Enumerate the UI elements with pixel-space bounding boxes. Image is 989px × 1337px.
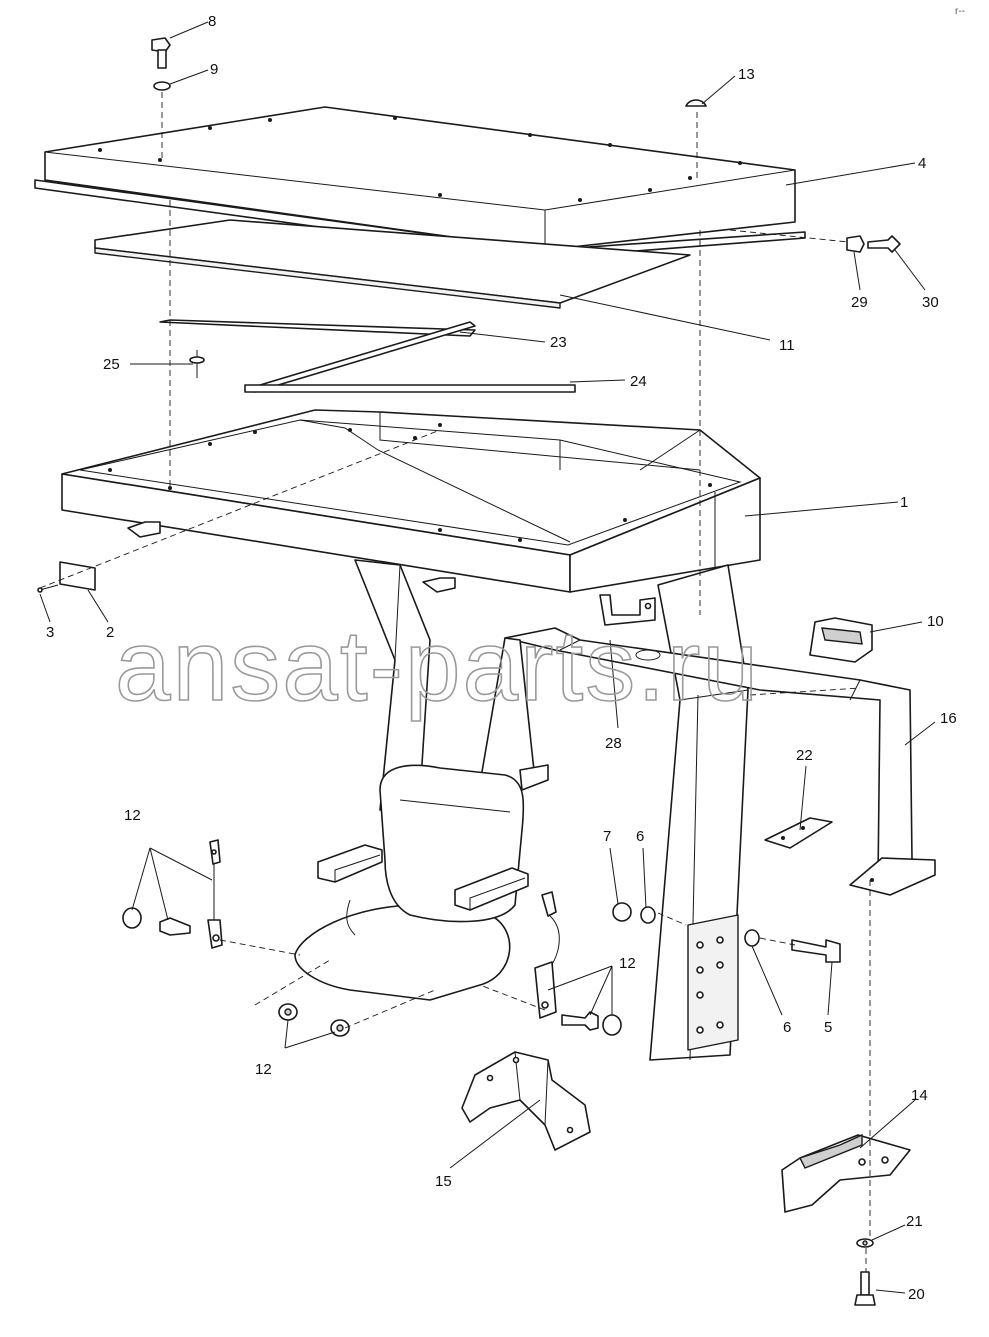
callout-9: 9 [210,61,218,78]
callout-20: 20 [908,1286,925,1303]
callout-7: 7 [603,828,611,845]
callout-6-lower: 6 [783,1019,791,1036]
seat-belt-left [207,839,223,949]
callout-8: 8 [208,13,216,30]
roof-fasteners [151,37,901,253]
mounting-bracket-15 [461,1051,591,1151]
seat-belt-right [534,891,560,1019]
callout-12-left: 12 [124,807,141,824]
callout-1: 1 [900,494,908,511]
watermark-text: ansat-parts.ru [115,610,760,722]
callout-3: 3 [46,624,54,641]
bracket-foot [849,857,936,896]
u-bracket [599,594,656,626]
callout-28: 28 [605,735,622,752]
rops-right-post [649,564,749,1061]
callout-5: 5 [824,1019,832,1036]
callout-24: 24 [630,373,647,390]
shim-plate [764,817,833,849]
callout-12-bottom: 12 [255,1061,272,1078]
callout-21: 21 [906,1213,923,1230]
callout-numbers: 8 9 13 4 29 30 11 23 25 24 1 2 3 10 28 1… [46,13,957,1303]
callout-2: 2 [106,624,114,641]
rivet-25 [189,350,205,378]
callout-6-upper: 6 [636,828,644,845]
corner-mark: r-- [955,6,965,17]
callout-10: 10 [927,613,944,630]
callout-13: 13 [738,66,755,83]
bottom-fasteners [854,1238,876,1306]
callout-12-right: 12 [619,955,636,972]
callout-14: 14 [911,1087,928,1104]
callout-11: 11 [779,337,795,354]
headliner-panel [94,219,691,309]
callout-4: 4 [918,155,926,172]
assembly-lines [39,92,871,1272]
leader-lines [39,21,936,1294]
spacer-block [809,617,873,663]
roof-frame [61,409,761,593]
operator-seat [294,764,529,1001]
mounting-bracket-14 [781,1133,911,1213]
callout-16: 16 [940,710,957,727]
callout-30: 30 [922,294,939,311]
callout-22: 22 [796,747,813,764]
callout-25: 25 [103,356,120,373]
callout-29: 29 [851,294,868,311]
cross-braces [159,319,576,393]
callout-23: 23 [550,334,567,351]
callout-15: 15 [435,1173,452,1190]
cover-plate [37,561,96,593]
